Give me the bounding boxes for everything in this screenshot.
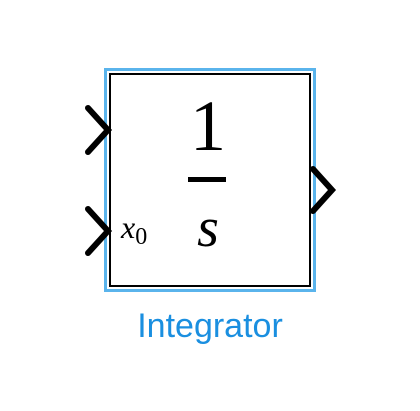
initial-condition-port-label: x0 bbox=[121, 207, 148, 250]
transfer-function-denominator: s bbox=[197, 197, 219, 259]
initial-condition-variable: x bbox=[121, 209, 136, 245]
chevron-right-icon bbox=[85, 105, 113, 155]
chevron-right-icon bbox=[310, 166, 337, 214]
chevron-right-icon bbox=[85, 206, 113, 256]
input-port-2[interactable] bbox=[84, 205, 114, 257]
output-port[interactable] bbox=[310, 166, 339, 214]
block-name-label[interactable]: Integrator bbox=[137, 307, 283, 345]
fraction-bar bbox=[188, 177, 226, 182]
transfer-function-numerator: 1 bbox=[190, 86, 226, 166]
input-port-1[interactable] bbox=[84, 104, 114, 156]
initial-condition-subscript: 0 bbox=[135, 224, 148, 250]
